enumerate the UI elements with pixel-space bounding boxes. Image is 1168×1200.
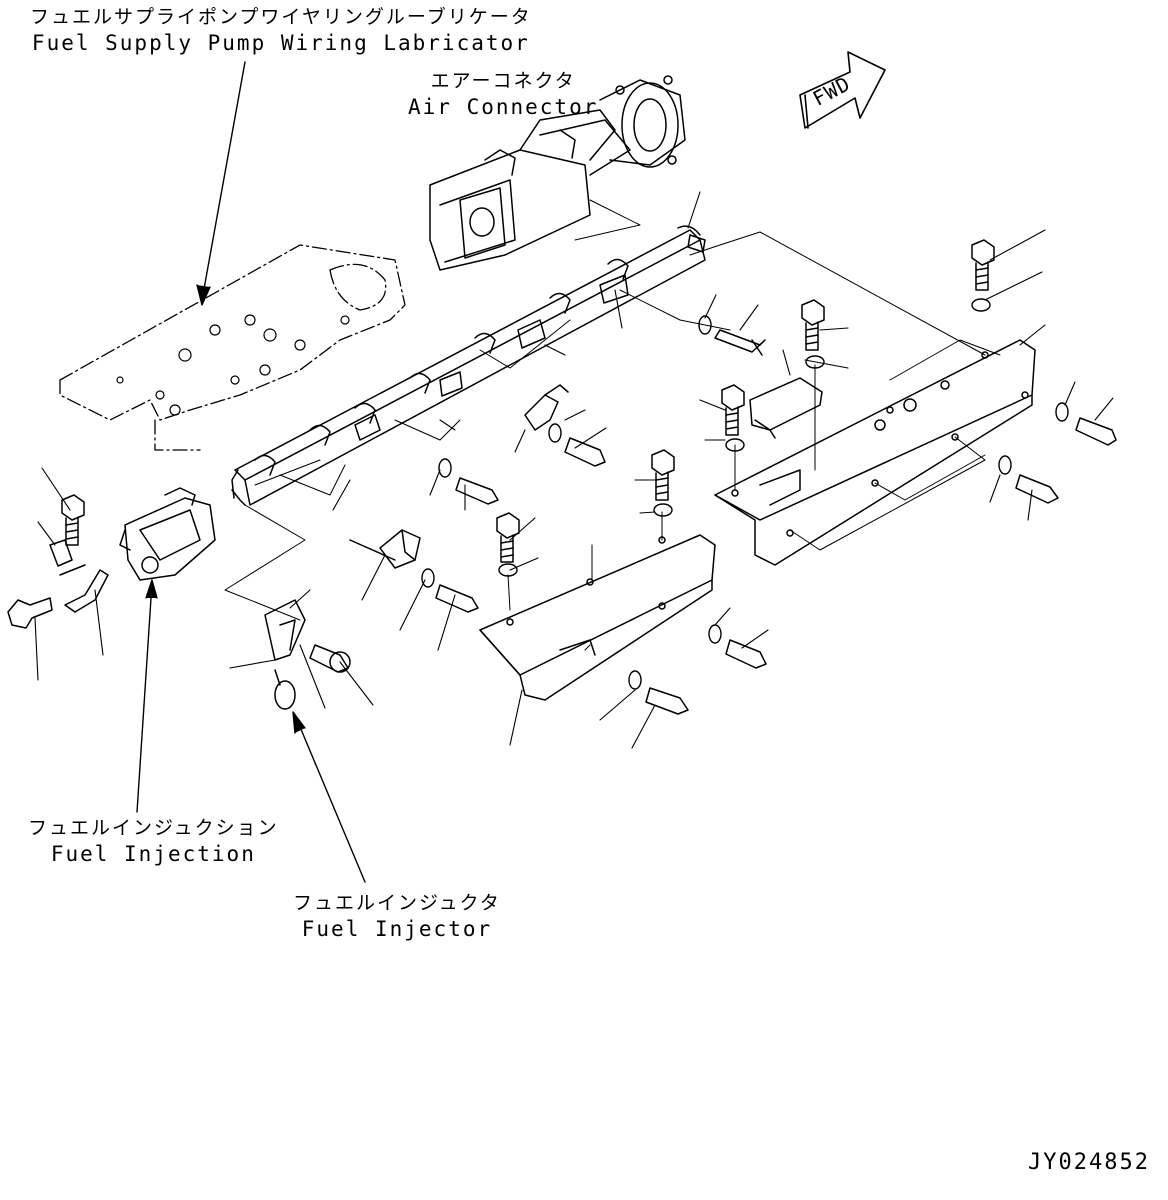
fwd-arrow-icon bbox=[799, 51, 886, 129]
washer-icon bbox=[1055, 402, 1069, 422]
label-jp: エアーコネクタ bbox=[430, 70, 576, 92]
drawing-code: JY024852 bbox=[1028, 1150, 1150, 1175]
washer-icon bbox=[548, 423, 562, 443]
bolt-icon bbox=[309, 644, 351, 673]
bolt-icon bbox=[1075, 417, 1117, 446]
label-en: Fuel Supply Pump Wiring Labricator bbox=[31, 31, 530, 55]
wiring-rail bbox=[231, 225, 706, 506]
bolt-icon bbox=[455, 477, 499, 505]
washer-icon bbox=[438, 458, 452, 478]
label-air-connector: エアーコネクタ Air Connector bbox=[408, 68, 598, 120]
label-en: Fuel Injection bbox=[50, 842, 256, 866]
pump-leader bbox=[574, 199, 641, 241]
washer-icon bbox=[653, 503, 673, 517]
label-en: Air Connector bbox=[408, 95, 599, 119]
shield-plate bbox=[749, 377, 823, 439]
label-fuel-supply-pump-wiring: フュエルサプライポンプワイヤリングルーブリケータ Fuel Supply Pum… bbox=[30, 4, 532, 56]
arrow-head-icon bbox=[196, 284, 211, 306]
engine-block-holes bbox=[116, 314, 350, 416]
bolt-icon bbox=[61, 494, 85, 546]
washer-icon bbox=[421, 568, 435, 588]
cover-plate-left bbox=[479, 534, 716, 701]
bolt-icon bbox=[721, 384, 745, 436]
bolt-icon bbox=[651, 449, 675, 501]
bolt-icon bbox=[645, 687, 689, 715]
fuel-supply-pump bbox=[429, 75, 686, 271]
label-arrows bbox=[136, 61, 366, 883]
bolts bbox=[7, 239, 1117, 715]
fuel-injector bbox=[264, 539, 396, 710]
bolt-icon bbox=[564, 437, 606, 467]
small-bracket bbox=[379, 529, 421, 569]
cover-plate-right-leaders bbox=[734, 339, 1001, 551]
washer-icon bbox=[698, 315, 712, 335]
label-en: Fuel Injector bbox=[301, 917, 493, 941]
clip-bracket bbox=[524, 384, 569, 431]
label-jp: フュエルインジュクタ bbox=[293, 892, 501, 914]
arrow-head-icon bbox=[145, 579, 158, 599]
label-fuel-injector: フュエルインジュクタ Fuel Injector bbox=[293, 890, 501, 942]
washer-icon bbox=[498, 563, 518, 577]
arrow-line bbox=[136, 582, 153, 813]
bolt-icon bbox=[1015, 474, 1059, 504]
bolt-icon bbox=[7, 597, 53, 629]
washer-icon bbox=[998, 455, 1012, 475]
bolt-icon bbox=[714, 329, 766, 356]
washer-icon bbox=[628, 670, 642, 690]
engine-block-outline bbox=[59, 244, 406, 451]
cover-plate-right bbox=[714, 339, 1036, 566]
bolt-icon bbox=[435, 584, 479, 613]
bolt-icon bbox=[725, 639, 767, 669]
bolt-icon bbox=[801, 299, 825, 351]
washer-icon bbox=[971, 298, 991, 312]
callout-leaders bbox=[34, 191, 1114, 749]
rail-leaders bbox=[224, 231, 986, 621]
label-jp: フュエルインジュクション bbox=[28, 817, 279, 839]
fuel-injection-pump bbox=[119, 487, 216, 581]
label-fuel-injection: フュエルインジュクション Fuel Injection bbox=[28, 815, 279, 867]
washer-icon bbox=[725, 438, 745, 452]
arrow-line bbox=[201, 61, 246, 301]
injection-bracket bbox=[49, 539, 109, 613]
label-jp: フュエルサプライポンプワイヤリングルーブリケータ bbox=[30, 6, 532, 28]
cover-plate-left-leaders bbox=[507, 511, 663, 651]
bolt-icon bbox=[971, 239, 995, 291]
arrow-line bbox=[294, 714, 366, 883]
washer-icon bbox=[805, 355, 825, 369]
bolt-icon bbox=[496, 512, 520, 563]
washer-icon bbox=[708, 624, 722, 644]
arrow-head-icon bbox=[292, 711, 306, 734]
washers bbox=[421, 298, 1069, 690]
